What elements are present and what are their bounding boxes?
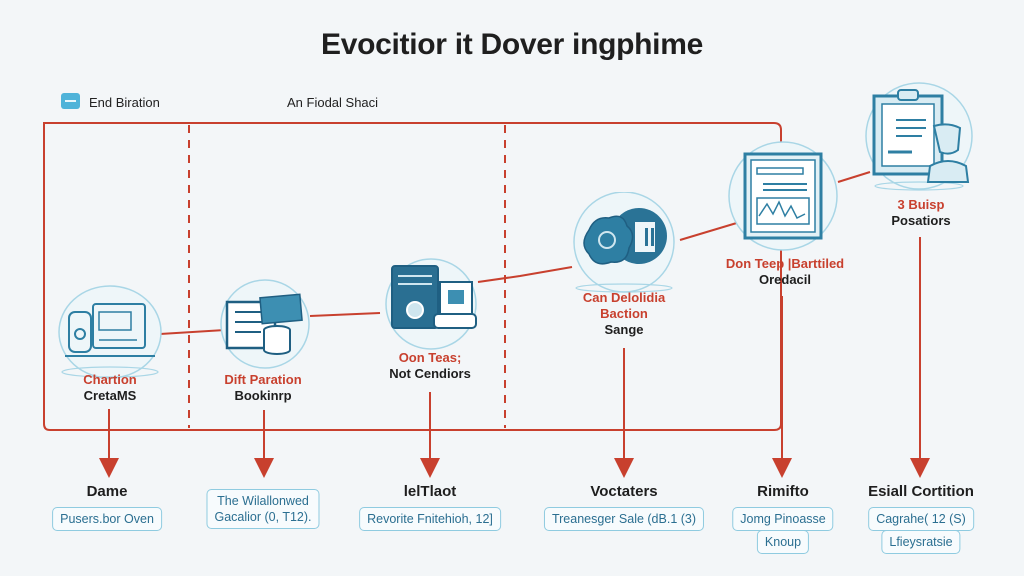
flow-line — [679, 221, 741, 241]
output-4-pill: Treanesger Sale (dB.1 (3) — [543, 507, 705, 531]
clipboard-person-icon — [865, 82, 973, 191]
output-5-title: Rimifto — [757, 483, 809, 500]
node-6-title: 3 Buisp — [897, 197, 945, 212]
node-5-title: Don Teep |Barttiled — [725, 256, 845, 271]
node-5-subtitle: Oredacil — [758, 272, 812, 287]
flow-line — [477, 266, 573, 283]
diagram-title: Evocitior it Dover ingphime — [321, 28, 703, 61]
legend-left-label: End Biration — [89, 95, 160, 110]
legend-center-label: An Fiodal Shaci — [287, 95, 379, 110]
output-6-pill-1: Cagrahe( 12 (S) — [868, 507, 974, 531]
flow-line — [159, 329, 226, 335]
output-5-pill-2: Knoup — [756, 530, 810, 554]
node-1-title: Chartion — [83, 372, 137, 387]
gear-cluster-icon — [573, 192, 675, 293]
output-4-title: Voctaters — [590, 483, 658, 500]
output-2-pill: The Wilallonwed Gacalior (0, T12). — [206, 489, 320, 529]
node-4-title-line2: Baction — [600, 306, 648, 321]
node-3-label: Oon Teas; Not Cendiors — [389, 350, 471, 382]
node-5-label: Don Teep |Barttiled Oredacil — [726, 256, 844, 288]
node-2-label: Dift Paration Bookinrp — [224, 372, 301, 404]
node-3-subtitle: Not Cendiors — [389, 366, 471, 381]
output-1-title: Dame — [86, 483, 128, 500]
process-frame — [43, 122, 782, 431]
output-3-pill: Revorite Fnitehioh, 12] — [359, 507, 501, 531]
output-3-title: lelTlaot — [403, 483, 457, 500]
output-6-pill-2: Lfieysratsie — [881, 530, 961, 554]
output-6-title: Esiall Cortition — [868, 483, 974, 500]
node-2-subtitle: Bookinrp — [234, 388, 292, 403]
node-6-subtitle: Posatiors — [891, 213, 951, 228]
node-1-subtitle: CretaMS — [83, 388, 137, 403]
output-5-pill-1: Jomg Pinoasse — [732, 507, 834, 531]
server-document-icon — [385, 258, 477, 350]
node-6-label: 3 Buisp Posatiors — [891, 197, 950, 229]
node-3-title: Oon Teas; — [398, 350, 462, 365]
flow-line — [837, 171, 871, 183]
node-4-subtitle: Sange — [604, 322, 644, 337]
database-document-icon — [220, 279, 310, 369]
output-1-pill: Pusers.bor Oven — [52, 507, 162, 531]
node-1-label: Chartion CretaMS — [83, 372, 136, 404]
report-chart-icon — [728, 141, 838, 251]
flow-line — [309, 312, 381, 317]
node-4-title: Can Delolidia — [582, 290, 666, 305]
machine-icon — [58, 285, 162, 379]
node-2-title: Dift Paration — [224, 372, 302, 387]
node-4-label: Can Delolidia Baction Sange — [583, 290, 665, 338]
legend-badge-icon — [61, 93, 80, 109]
